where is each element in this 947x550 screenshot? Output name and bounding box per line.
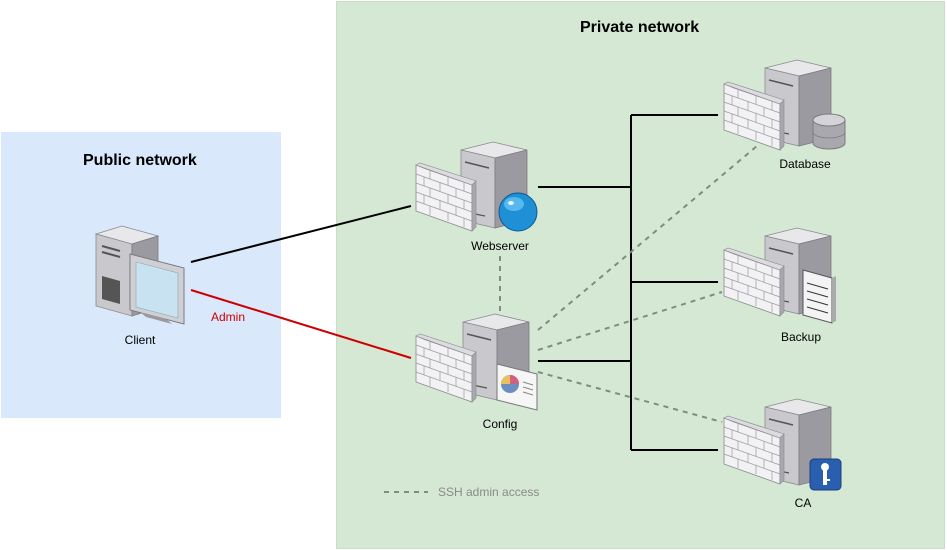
legend-ssh-label: SSH admin access (438, 485, 540, 499)
webserver-label: Webserver (471, 239, 529, 253)
ssh-config-backup (537, 291, 723, 351)
public-network-title: Public network (83, 152, 197, 169)
database-label: Database (779, 157, 831, 171)
network-links (190, 114, 718, 451)
private-network-zone (336, 1, 945, 549)
ssh-config-database (537, 145, 758, 331)
config-label: Config (482, 417, 518, 431)
webserver-icon (415, 141, 538, 232)
client-webserver-link (190, 205, 412, 263)
client-config-admin-link (190, 289, 412, 359)
client-computer-icon (94, 225, 185, 325)
ssh-links (384, 145, 758, 493)
ssh-config-ca (537, 371, 723, 423)
database-server-icon (723, 59, 846, 151)
backup-label: Backup (780, 330, 822, 344)
private-network-title: Private network (580, 19, 700, 36)
backup-server-icon (723, 227, 836, 324)
ca-server-icon (723, 398, 842, 491)
admin-edge-label: Admin (211, 310, 246, 324)
client-label: Client (124, 333, 156, 347)
config-server-icon (415, 313, 538, 411)
ca-label: CA (794, 496, 812, 510)
